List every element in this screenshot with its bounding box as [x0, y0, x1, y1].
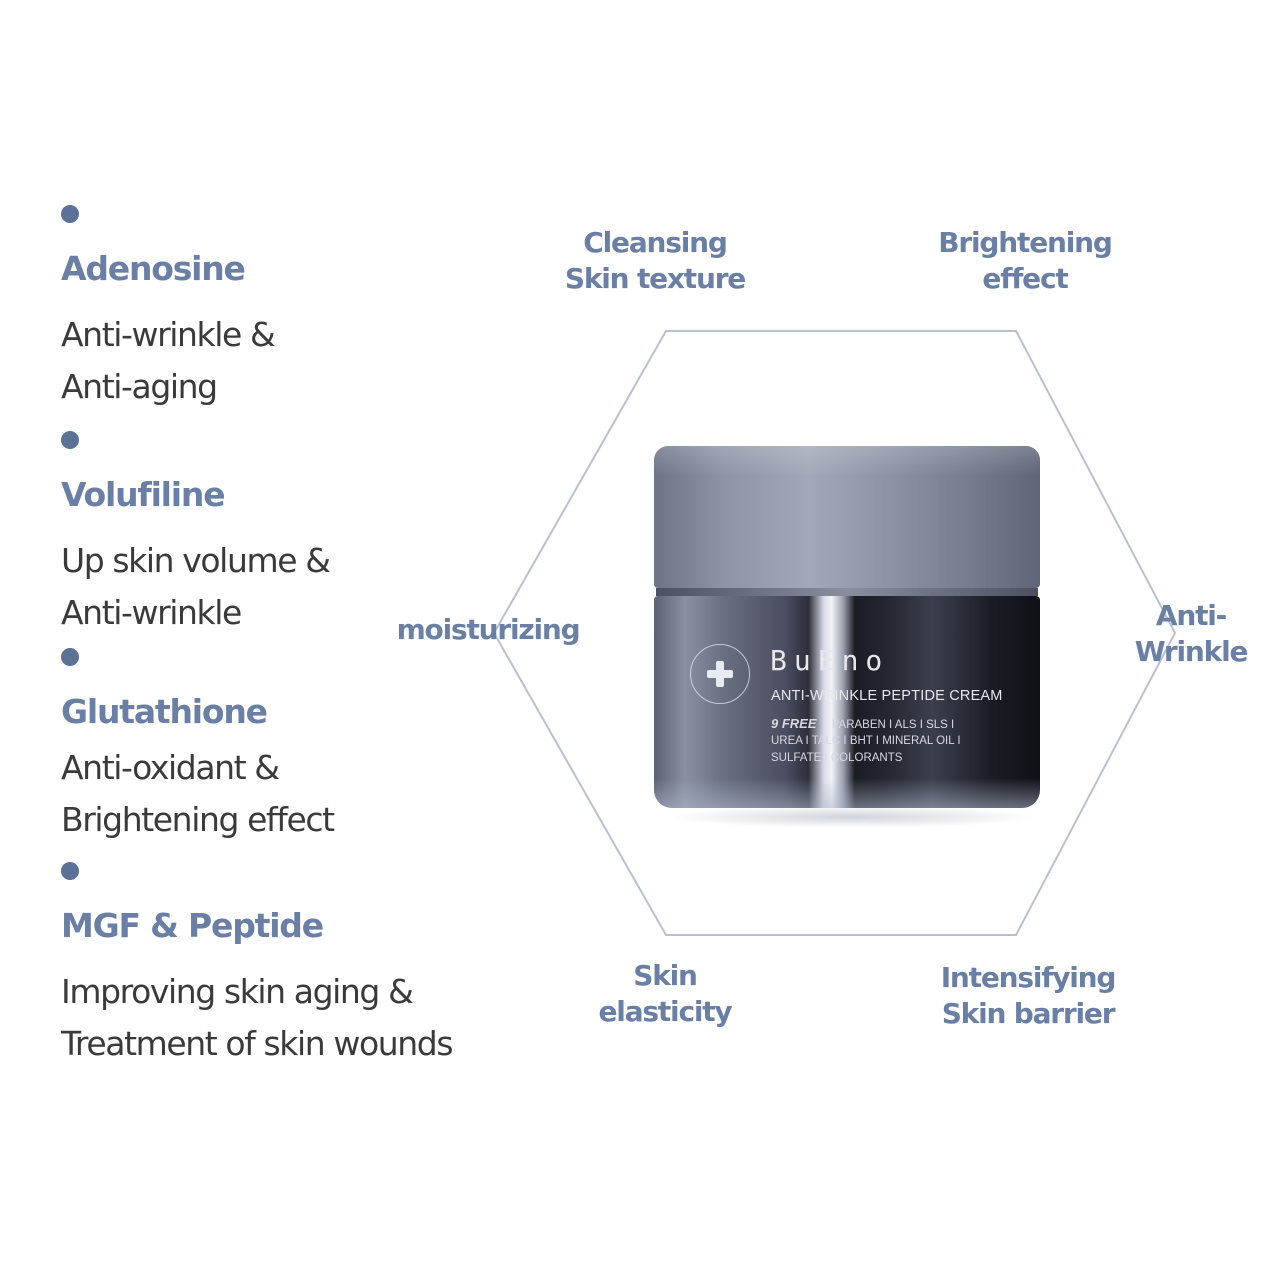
jar-lid — [654, 446, 1040, 588]
free-label-row: 9 FREE PARABEN I ALS I SLS I — [771, 716, 954, 731]
free-line: SULFATE I COLORANTS — [771, 752, 903, 764]
ingredient-description: Up skin volume & Anti-wrinkle — [61, 535, 331, 639]
benefit-line: Wrinkle — [1134, 635, 1249, 668]
free-label: 9 FREE — [771, 716, 817, 731]
bullet-icon — [61, 862, 79, 880]
benefit-anti-wrinkle: Anti- Wrinkle — [1126, 598, 1256, 670]
ingredient-volufiline: Volufiline Up skin volume & Anti-wrinkle — [60, 431, 490, 632]
ingredient-mgf-peptide: MGF & Peptide Improving skin aging & Tre… — [60, 862, 490, 1063]
benefit-line: Brightening — [938, 226, 1113, 259]
description-line: Anti-oxidant & — [61, 748, 280, 787]
description-line: Treatment of skin wounds — [61, 1024, 454, 1063]
product-jar: BuEno ANTI-WRINKLE PEPTIDE CREAM 9 FREE … — [654, 446, 1040, 828]
product-name: ANTI-WRINKLE PEPTIDE CREAM — [771, 688, 1003, 704]
jar-shadow — [666, 806, 1036, 828]
ingredient-name: MGF & Peptide — [61, 906, 324, 945]
jar-neck — [656, 588, 1038, 596]
free-line: UREA I TALC I BHT I MINERAL OIL I — [771, 735, 961, 747]
ingredient-name: Volufiline — [61, 475, 226, 514]
benefit-cleansing: Cleansing Skin texture — [560, 225, 750, 297]
derma-seal-icon — [690, 644, 750, 704]
benefit-skin-barrier: Intensifying Skin barrier — [930, 960, 1126, 1032]
benefit-line: Cleansing — [583, 226, 728, 259]
benefit-line: Anti- — [1155, 599, 1227, 632]
description-line: Anti-wrinkle — [61, 593, 242, 632]
benefit-skin-elasticity: Skin elasticity — [580, 958, 750, 1030]
description-line: Anti-aging — [61, 367, 218, 406]
benefit-line: Skin — [633, 959, 698, 992]
benefit-line: Intensifying — [940, 961, 1117, 994]
benefit-line: Skin texture — [564, 262, 746, 295]
free-line: PARABEN I ALS I SLS I — [831, 719, 955, 731]
description-line: Improving skin aging & — [61, 972, 414, 1011]
ingredient-name: Adenosine — [61, 249, 246, 288]
benefit-line: Skin barrier — [941, 997, 1116, 1030]
benefit-line: moisturizing — [396, 613, 581, 646]
description-line: Brightening effect — [61, 800, 335, 839]
ingredient-glutathione: Glutathione Anti-oxidant & Brightening e… — [60, 648, 490, 839]
description-line: Up skin volume & — [61, 541, 331, 580]
benefit-line: effect — [982, 262, 1068, 295]
jar-body: BuEno ANTI-WRINKLE PEPTIDE CREAM 9 FREE … — [654, 596, 1040, 808]
benefit-moisturizing: moisturizing — [396, 612, 581, 648]
brand-logo: BuEno — [770, 644, 890, 677]
bullet-icon — [61, 205, 79, 223]
jar-base — [654, 778, 1040, 808]
bullet-icon — [61, 648, 79, 666]
cross-icon — [707, 661, 733, 687]
description-line: Anti-wrinkle & — [61, 315, 276, 354]
ingredient-description: Anti-wrinkle & Anti-aging — [61, 309, 276, 413]
ingredient-adenosine: Adenosine Anti-wrinkle & Anti-aging — [60, 205, 490, 406]
hexagon-shape — [492, 330, 1177, 936]
benefit-line: elasticity — [598, 995, 733, 1028]
ingredient-description: Anti-oxidant & Brightening effect — [61, 742, 335, 846]
ingredient-description: Improving skin aging & Treatment of skin… — [61, 966, 454, 1070]
ingredient-name: Glutathione — [61, 692, 268, 731]
benefit-brightening: Brightening effect — [930, 225, 1120, 297]
bullet-icon — [61, 431, 79, 449]
